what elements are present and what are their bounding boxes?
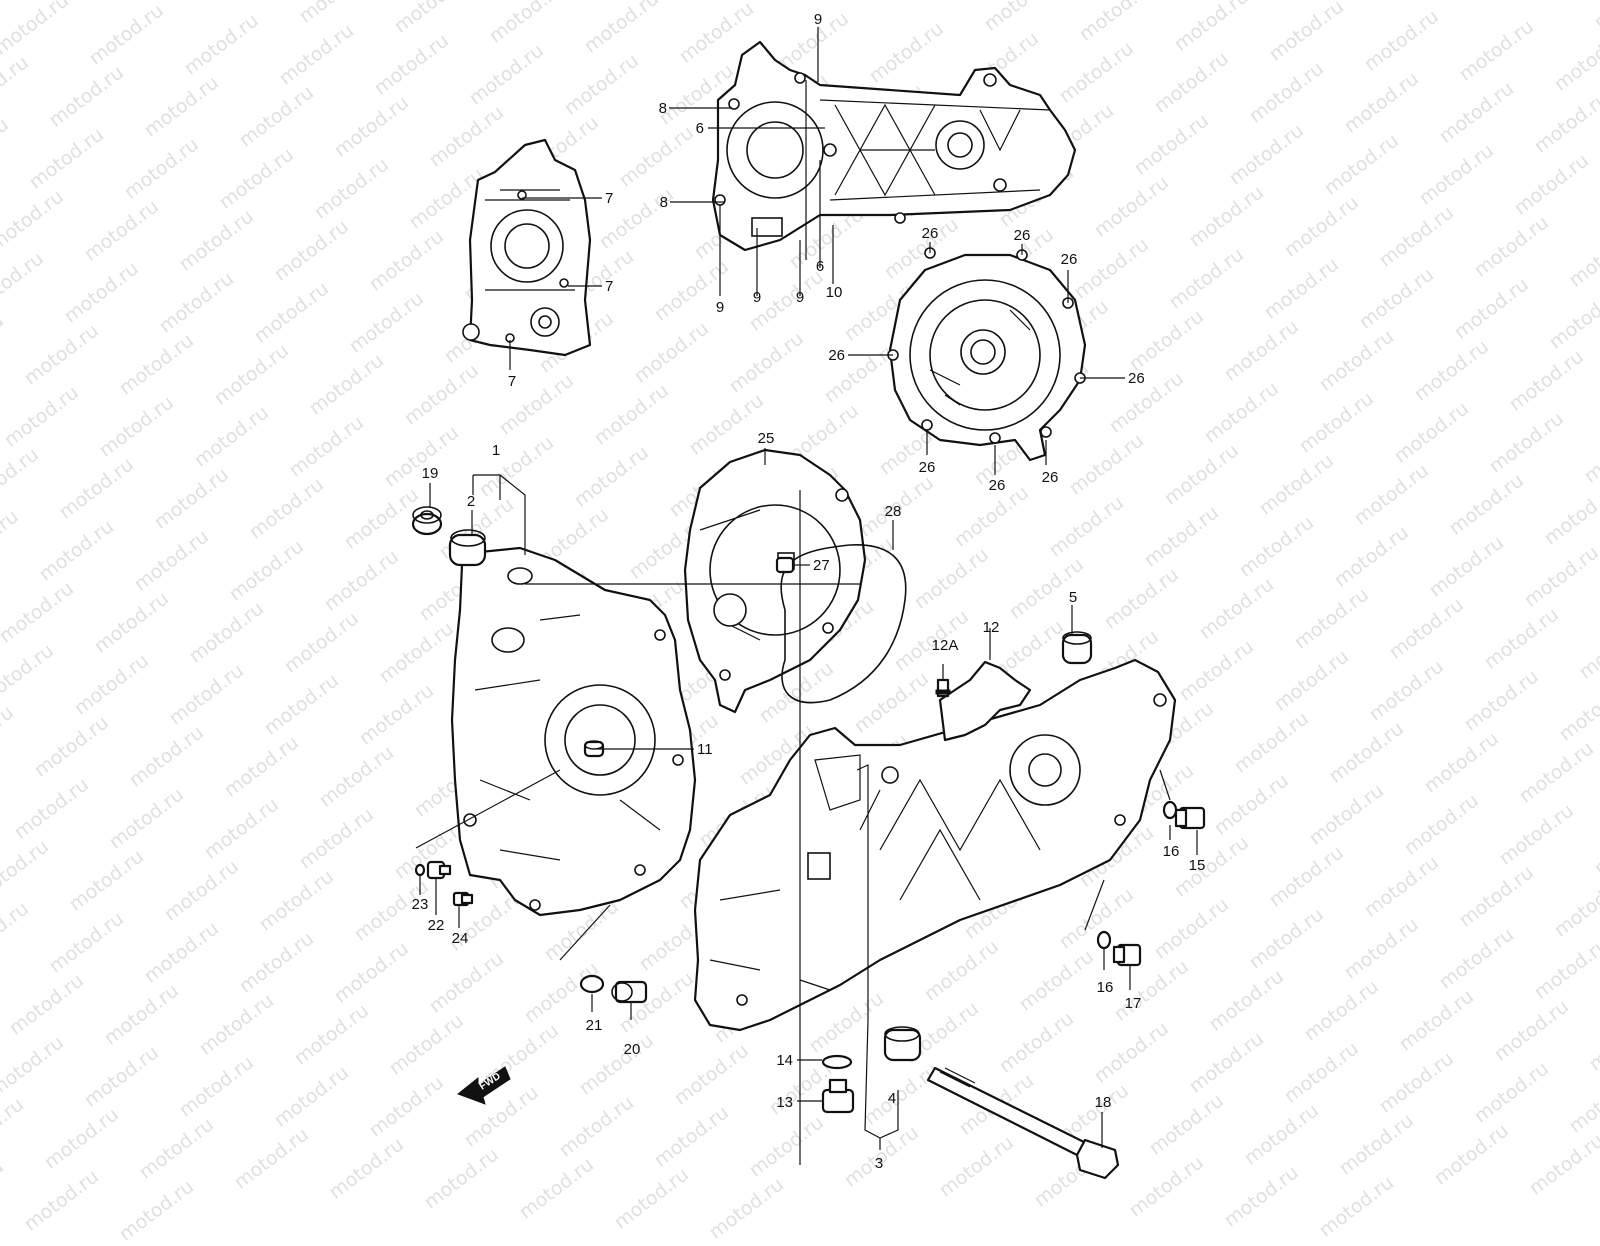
gasket-14 bbox=[821, 1054, 853, 1070]
plug-15 bbox=[1174, 806, 1206, 830]
transmission-cover bbox=[683, 448, 867, 714]
callout-3: 3 bbox=[875, 1155, 883, 1172]
callout-28: 28 bbox=[885, 503, 902, 520]
callout-8b: 8 bbox=[660, 194, 668, 211]
callout-26e: 26 bbox=[1128, 370, 1145, 387]
callout-8a: 8 bbox=[659, 100, 667, 117]
callout-10: 10 bbox=[826, 284, 843, 301]
callout-6b: 6 bbox=[816, 258, 824, 275]
washer-16-lower bbox=[1096, 930, 1112, 950]
washer-21 bbox=[579, 974, 605, 994]
bushing-19 bbox=[411, 506, 443, 536]
callout-26h: 26 bbox=[1042, 469, 1059, 486]
callout-12A: 12A bbox=[932, 637, 959, 654]
callout-26f: 26 bbox=[919, 459, 936, 476]
bolt-12A bbox=[935, 678, 951, 698]
callout-1: 1 bbox=[492, 442, 500, 459]
callout-13: 13 bbox=[776, 1094, 793, 1111]
sensor-22 bbox=[426, 860, 452, 880]
o-ring-23 bbox=[414, 863, 426, 877]
callout-17: 17 bbox=[1125, 995, 1142, 1012]
callout-7c: 7 bbox=[508, 373, 516, 390]
callout-5: 5 bbox=[1069, 589, 1077, 606]
callout-9c: 9 bbox=[753, 289, 761, 306]
callout-20: 20 bbox=[624, 1041, 641, 1058]
magneto-cover bbox=[887, 247, 1087, 462]
callout-26d: 26 bbox=[828, 347, 845, 364]
callout-16a: 16 bbox=[1163, 843, 1180, 860]
callout-26a: 26 bbox=[922, 225, 939, 242]
crankcase-right-half bbox=[450, 546, 697, 917]
callout-12: 12 bbox=[983, 619, 1000, 636]
drain-plug-13 bbox=[821, 1078, 855, 1114]
long-bolt-18 bbox=[926, 1066, 1120, 1180]
callout-27: 27 bbox=[813, 557, 830, 574]
bearing-5 bbox=[1061, 631, 1093, 665]
callout-9b: 9 bbox=[716, 299, 724, 316]
screw-24 bbox=[452, 891, 474, 907]
callout-9d: 9 bbox=[796, 289, 804, 306]
callout-6a: 6 bbox=[696, 120, 704, 137]
callout-25: 25 bbox=[758, 430, 775, 447]
fwd-arrow-icon: FWD bbox=[456, 1066, 511, 1105]
callout-23: 23 bbox=[412, 896, 429, 913]
callout-18: 18 bbox=[1095, 1094, 1112, 1111]
crankcase-left-cover-top bbox=[711, 40, 1077, 252]
callout-14: 14 bbox=[776, 1052, 793, 1069]
callout-11: 11 bbox=[697, 741, 713, 758]
drain-bolt-20 bbox=[611, 980, 648, 1004]
dowel-pin-27 bbox=[775, 556, 795, 574]
callout-4: 4 bbox=[888, 1090, 896, 1107]
crankcase-right-cover-top bbox=[462, 138, 592, 357]
callout-22: 22 bbox=[428, 917, 445, 934]
plug-17 bbox=[1112, 943, 1142, 967]
callout-16b: 16 bbox=[1097, 979, 1114, 996]
callout-26c: 26 bbox=[1061, 251, 1078, 268]
diagram-svg: FWD bbox=[411, 11, 1206, 1180]
leader-lines bbox=[415, 27, 1198, 1165]
callout-19: 19 bbox=[422, 465, 439, 482]
callout-26b: 26 bbox=[1014, 227, 1031, 244]
callout-24: 24 bbox=[452, 930, 469, 947]
washer-16-upper bbox=[1162, 800, 1178, 820]
bearing-2 bbox=[448, 529, 487, 567]
crankcase-left-half bbox=[693, 658, 1177, 1032]
bracket-12 bbox=[938, 660, 1032, 742]
callout-2: 2 bbox=[467, 493, 475, 510]
callout-numbers: 9 8 6 8 9 9 9 6 10 7 7 7 26 26 26 26 26 … bbox=[412, 11, 1206, 1172]
callout-21: 21 bbox=[586, 1017, 603, 1034]
callout-15: 15 bbox=[1189, 857, 1206, 874]
callout-26g: 26 bbox=[989, 477, 1006, 494]
callout-7b: 7 bbox=[605, 278, 613, 295]
gasket-o-ring bbox=[780, 544, 907, 704]
callout-9a: 9 bbox=[814, 11, 822, 28]
callout-7a: 7 bbox=[605, 190, 613, 207]
bushing-4 bbox=[883, 1026, 922, 1062]
